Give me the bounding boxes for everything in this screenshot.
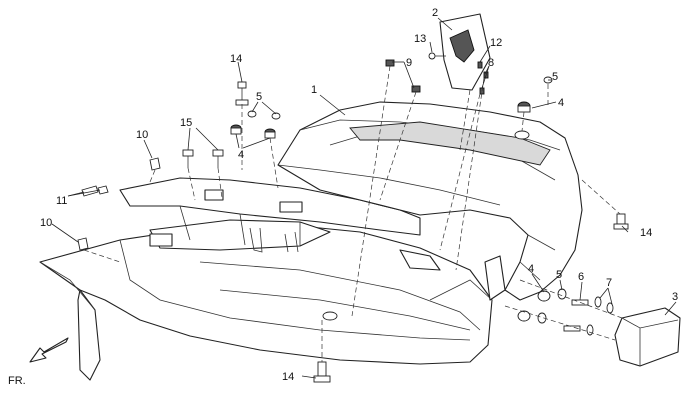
rear-bumper-pad: [614, 307, 681, 367]
grommet-4-left-b: [264, 128, 276, 139]
callout-8: 8: [488, 57, 494, 69]
bracket-tab: [149, 233, 173, 247]
spacer-6-b: [563, 325, 581, 332]
washer-5-left-a: [247, 110, 257, 118]
inner-frame-bracket: [119, 177, 421, 253]
fender-mount-hole: [322, 311, 338, 321]
bolt-13: [428, 52, 446, 60]
callout-labels: 1 2 3 4 4 4 5 5 5 6 7 8 9 10 10 11 12 13…: [40, 7, 678, 383]
callout-10-upper: 10: [136, 129, 148, 141]
o-ring-7-c: [586, 324, 594, 336]
callout-6: 6: [578, 271, 584, 283]
clip-10-upper: [149, 157, 161, 171]
bolt-15-a: [182, 149, 194, 168]
clip-9-a: [385, 59, 395, 67]
o-ring-7-b: [606, 302, 614, 314]
callout-5-rear: 5: [556, 269, 562, 281]
clip-8-b: [479, 87, 485, 95]
grommet-4-rear-b: [517, 310, 531, 322]
callout-7: 7: [606, 277, 612, 289]
grommet-4-upper-right: [517, 101, 531, 113]
washer-5-rear-a: [557, 288, 567, 300]
washer-5-rear-b: [537, 312, 547, 324]
callout-14-right: 14: [640, 227, 652, 239]
callout-13: 13: [414, 33, 426, 45]
license-plate-bracket: [439, 13, 491, 91]
o-ring-7-a: [594, 296, 602, 308]
callout-leaders: [51, 17, 677, 379]
callout-1: 1: [311, 84, 317, 96]
bolt-14-top: [235, 81, 249, 106]
assembly-lines: [83, 65, 623, 362]
callout-4-upper: 4: [558, 97, 564, 109]
callout-14-top: 14: [230, 53, 242, 65]
bracket-tab: [279, 201, 303, 213]
clip-11-a: [81, 185, 99, 197]
bolt-14-right: [613, 213, 629, 230]
front-direction-arrow-icon: [29, 337, 69, 363]
callout-5-left: 5: [256, 91, 262, 103]
bolts: [182, 52, 629, 383]
rear-fender: [277, 101, 583, 321]
callout-9: 9: [406, 57, 412, 69]
bracket-tab: [204, 189, 224, 201]
clip-12: [477, 61, 483, 69]
bolt-15-b: [212, 149, 224, 168]
callout-14-bottom: 14: [282, 371, 294, 383]
front-direction-label: FR.: [8, 375, 26, 387]
fender-mount-hole: [514, 130, 530, 140]
callout-4-left: 4: [238, 149, 244, 161]
callout-11: 11: [56, 195, 67, 207]
grommet-4-rear-a: [537, 290, 551, 302]
grommet-4-left-a: [230, 124, 242, 135]
clip-10-lower: [77, 237, 89, 251]
clip-11-b: [97, 185, 109, 195]
bolt-14-bottom: [313, 361, 331, 383]
callout-3: 3: [672, 291, 678, 303]
callout-10-lower: 10: [40, 217, 52, 229]
callout-12: 12: [490, 37, 502, 49]
callout-2: 2: [432, 7, 438, 19]
callout-5-upper: 5: [552, 71, 558, 83]
grommets: [230, 101, 551, 322]
callout-4-rear: 4: [528, 263, 534, 275]
front-fender-body: [39, 225, 493, 381]
washer-5-left-b: [271, 112, 281, 120]
callout-15: 15: [180, 117, 192, 129]
